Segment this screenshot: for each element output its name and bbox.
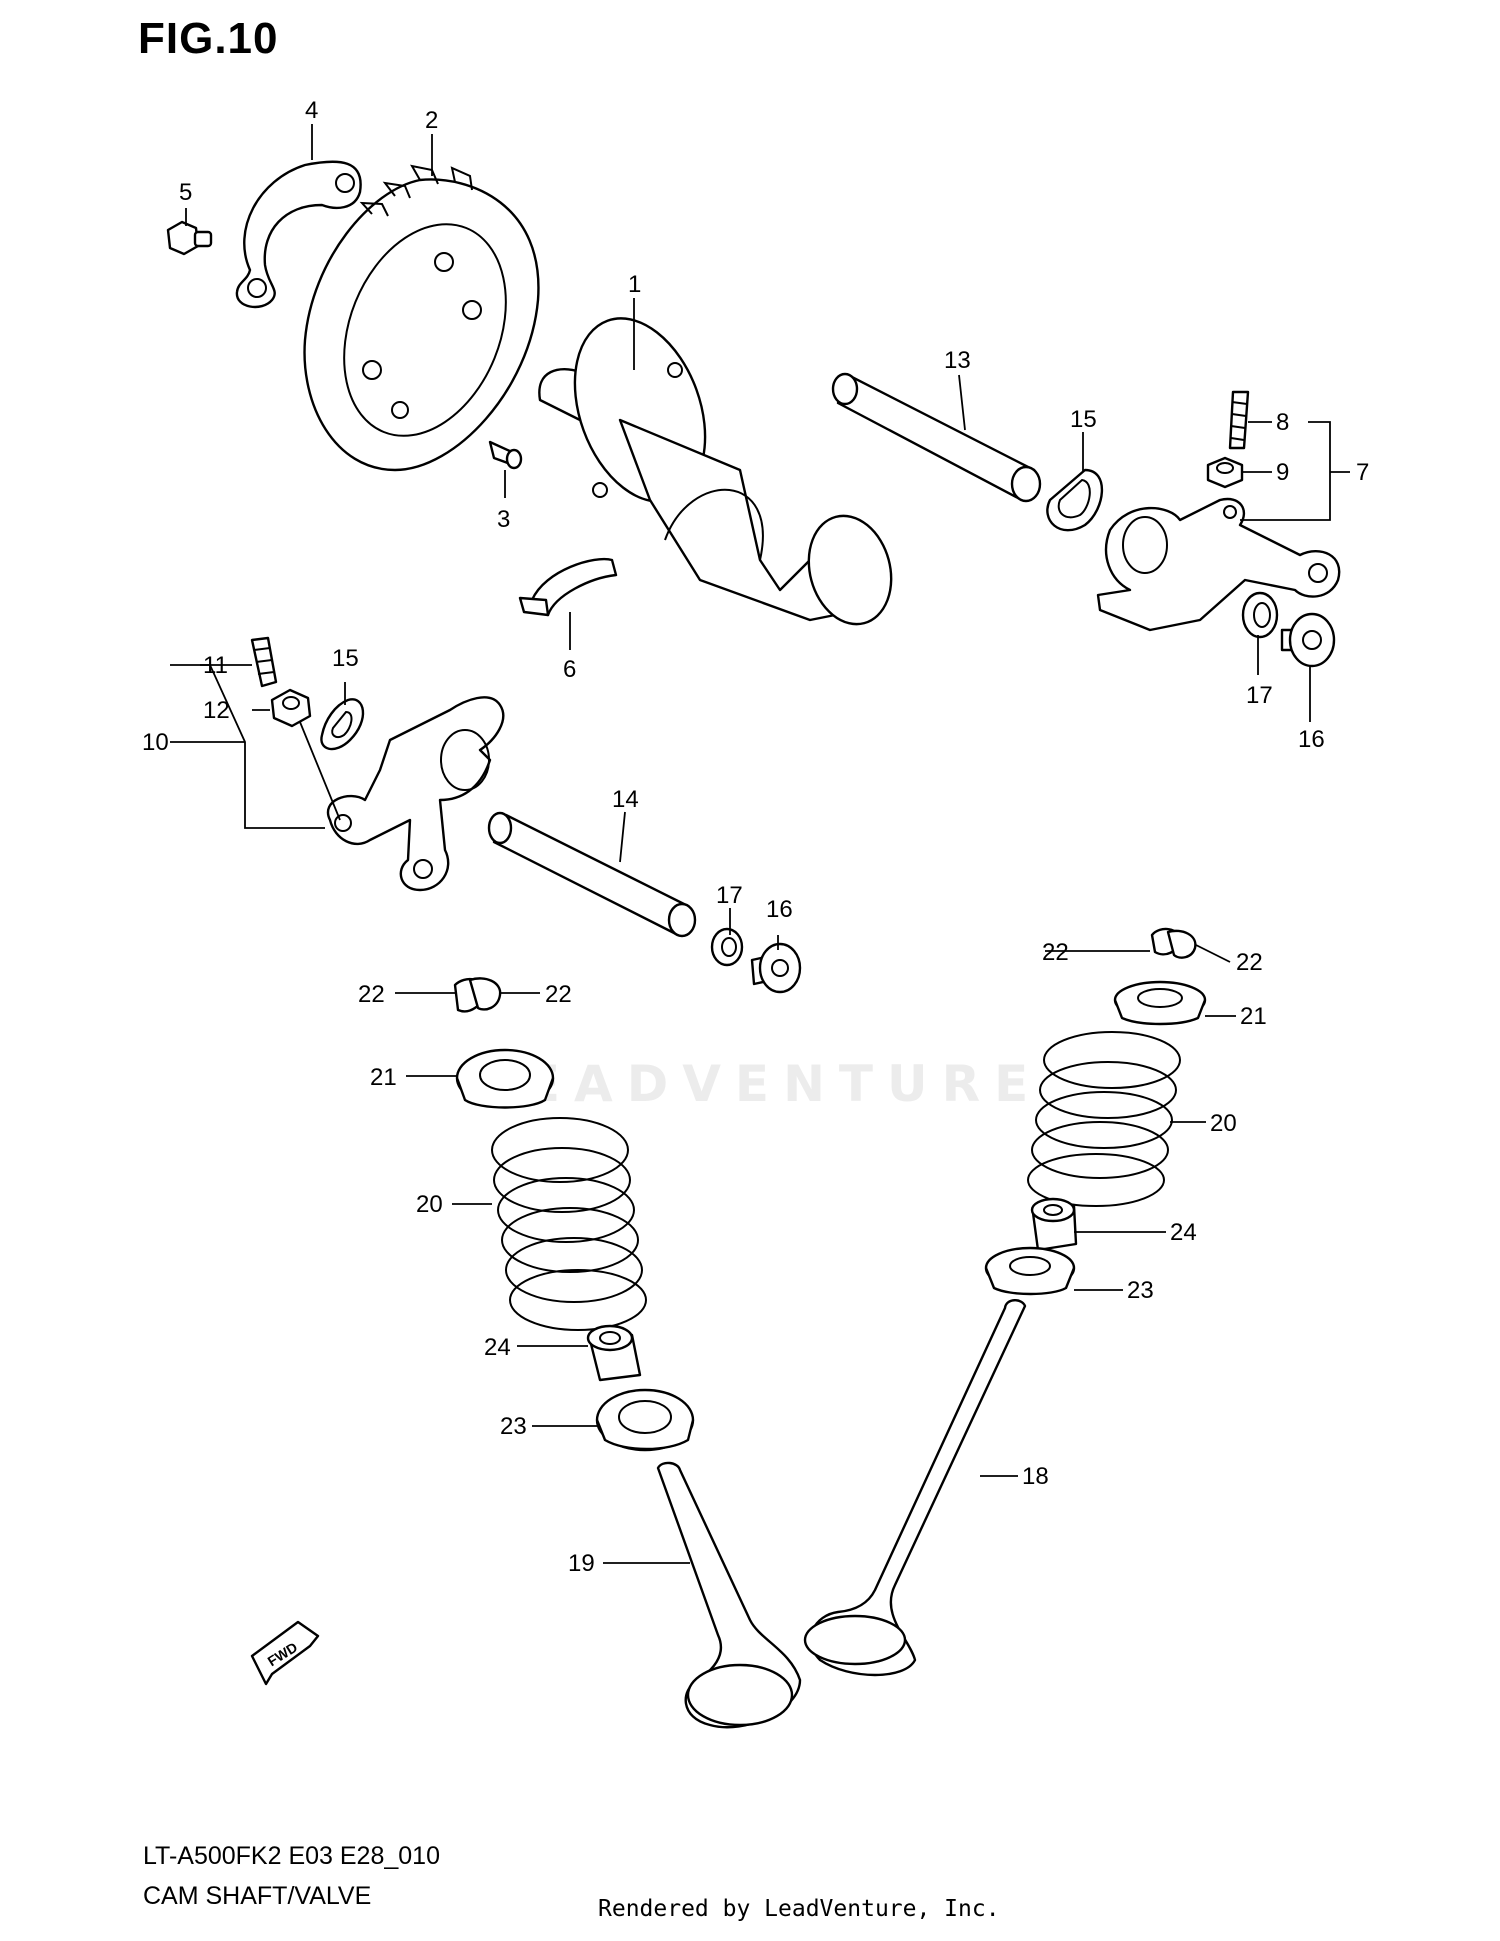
part-9-nut	[1206, 456, 1244, 489]
part-21-spring-retainer-right	[1113, 980, 1207, 1026]
callout-5: 5	[179, 179, 192, 206]
part-1-camshaft	[538, 317, 893, 626]
callout-17-left: 17	[716, 882, 743, 909]
callout-23-right: 23	[1127, 1277, 1154, 1304]
part-17-seal-left	[710, 927, 744, 967]
callout-4: 4	[305, 97, 318, 124]
part-12-nut	[270, 688, 312, 728]
part-8-adjusting-screw	[1228, 390, 1250, 450]
part-17-seal-right	[1241, 591, 1279, 639]
callout-10: 10	[142, 729, 169, 756]
callout-9: 9	[1276, 459, 1289, 486]
callout-22-left-a: 22	[358, 981, 385, 1008]
callout-21-left: 21	[370, 1064, 397, 1091]
callout-15-left: 15	[332, 645, 359, 672]
part-15-o-ring-left	[320, 698, 365, 751]
callout-23-left: 23	[500, 1413, 527, 1440]
part-7-rocker-arm	[1096, 497, 1341, 632]
callout-22-right-b: 22	[1236, 949, 1263, 976]
part-22-cotters-right	[1150, 927, 1197, 959]
render-credit: Rendered by LeadVenture, Inc.	[598, 1896, 1000, 1922]
callout-7: 7	[1356, 459, 1369, 486]
part-24-stem-seal-left	[586, 1324, 642, 1382]
callout-24-right: 24	[1170, 1219, 1197, 1246]
part-24-stem-seal-right	[1030, 1197, 1078, 1252]
forward-arrow-badge: FWD	[250, 1620, 320, 1686]
callout-18: 18	[1022, 1463, 1049, 1490]
callout-20-right: 20	[1210, 1110, 1237, 1137]
part-2-cam-sprocket	[303, 164, 540, 472]
part-21-spring-retainer-left	[455, 1048, 555, 1109]
callout-24-left: 24	[484, 1334, 511, 1361]
callout-17-right: 17	[1246, 682, 1273, 709]
callout-12: 12	[203, 697, 230, 724]
part-3-pin	[488, 440, 523, 470]
part-19-intake-valve	[656, 1461, 802, 1729]
part-23-spring-seat-left	[595, 1388, 695, 1452]
callout-6: 6	[563, 656, 576, 683]
callout-19: 19	[568, 1550, 595, 1577]
part-14-rocker-shaft	[487, 811, 697, 938]
figure-title: FIG.10	[138, 14, 279, 63]
callout-16-left: 16	[766, 896, 793, 923]
part-13-rocker-shaft	[831, 372, 1042, 503]
part-15-o-ring-upper	[1046, 468, 1104, 532]
callout-3: 3	[497, 506, 510, 533]
callout-16-right: 16	[1298, 726, 1325, 753]
part-10-rocker-arm	[326, 696, 505, 892]
part-23-spring-seat-right	[984, 1246, 1076, 1296]
part-11-adjusting-screw	[250, 636, 278, 688]
leader-lines	[170, 124, 1350, 1564]
callout-1: 1	[628, 271, 641, 298]
callout-13: 13	[944, 347, 971, 374]
part-16-cap-bolt-left	[750, 942, 802, 994]
callout-22-right-a: 22	[1042, 939, 1069, 966]
watermark: LEADVENTURE	[480, 1055, 1043, 1113]
part-6-half-ring	[518, 557, 618, 617]
callout-15-upper: 15	[1070, 406, 1097, 433]
model-code: LT-A500FK2 E03 E28_010	[143, 1842, 440, 1870]
part-5-bolt	[166, 220, 213, 256]
part-20-valve-spring-left	[491, 1117, 647, 1331]
callout-14: 14	[612, 786, 639, 813]
section-name: CAM SHAFT/VALVE	[143, 1882, 372, 1910]
part-4-cam-retainer	[235, 160, 362, 309]
part-18-exhaust-valve	[803, 1299, 1027, 1677]
callout-20-left: 20	[416, 1191, 443, 1218]
callout-8: 8	[1276, 409, 1289, 436]
callout-21-right: 21	[1240, 1003, 1267, 1030]
callout-numbers: 4 2 5 1 13 15 8 7 9 3 6 17 16 11 15 12 1…	[142, 97, 1369, 1577]
callout-11: 11	[203, 652, 228, 679]
callout-22-left-b: 22	[545, 981, 572, 1008]
callout-2: 2	[425, 107, 438, 134]
part-16-cap-bolt-right	[1280, 612, 1336, 668]
part-22-cotters-left	[453, 977, 502, 1013]
part-20-valve-spring-right	[1027, 1031, 1181, 1207]
